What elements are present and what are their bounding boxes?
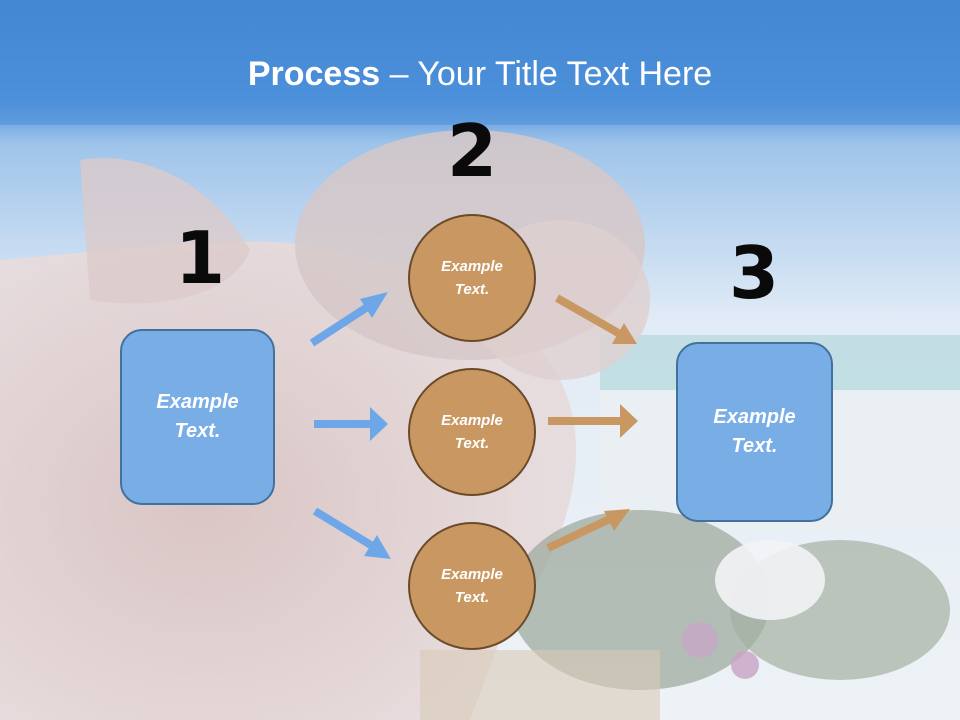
process-circle-bottom: Example Text.: [408, 522, 536, 650]
blue-arrow-down: [312, 507, 391, 559]
process-circle-top: Example Text.: [408, 214, 536, 342]
orange-arrow-down: [555, 294, 637, 344]
orange-arrow-right: [548, 404, 638, 438]
right-box-text: Example Text.: [713, 406, 796, 457]
blue-arrow-right: [314, 407, 388, 441]
page-title: Process – Your Title Text Here: [0, 52, 960, 96]
process-circle-middle: Example Text.: [408, 368, 536, 496]
right-process-box: Example Text.: [676, 342, 833, 522]
step-number-3: 3: [728, 231, 780, 315]
blue-arrow-up: [309, 292, 388, 347]
circle-text-middle: Example Text.: [441, 412, 503, 452]
left-box-text: Example Text.: [156, 391, 239, 442]
step-number-2: 2: [446, 109, 498, 193]
step-number-1: 1: [174, 216, 226, 300]
title-bold: Process: [247, 55, 381, 93]
circle-text-top: Example Text.: [441, 258, 503, 298]
title-rest: – Your Title Text Here: [380, 55, 713, 93]
circle-text-bottom: Example Text.: [441, 566, 503, 606]
left-process-box: Example Text.: [120, 329, 275, 505]
orange-arrow-up: [546, 509, 630, 552]
